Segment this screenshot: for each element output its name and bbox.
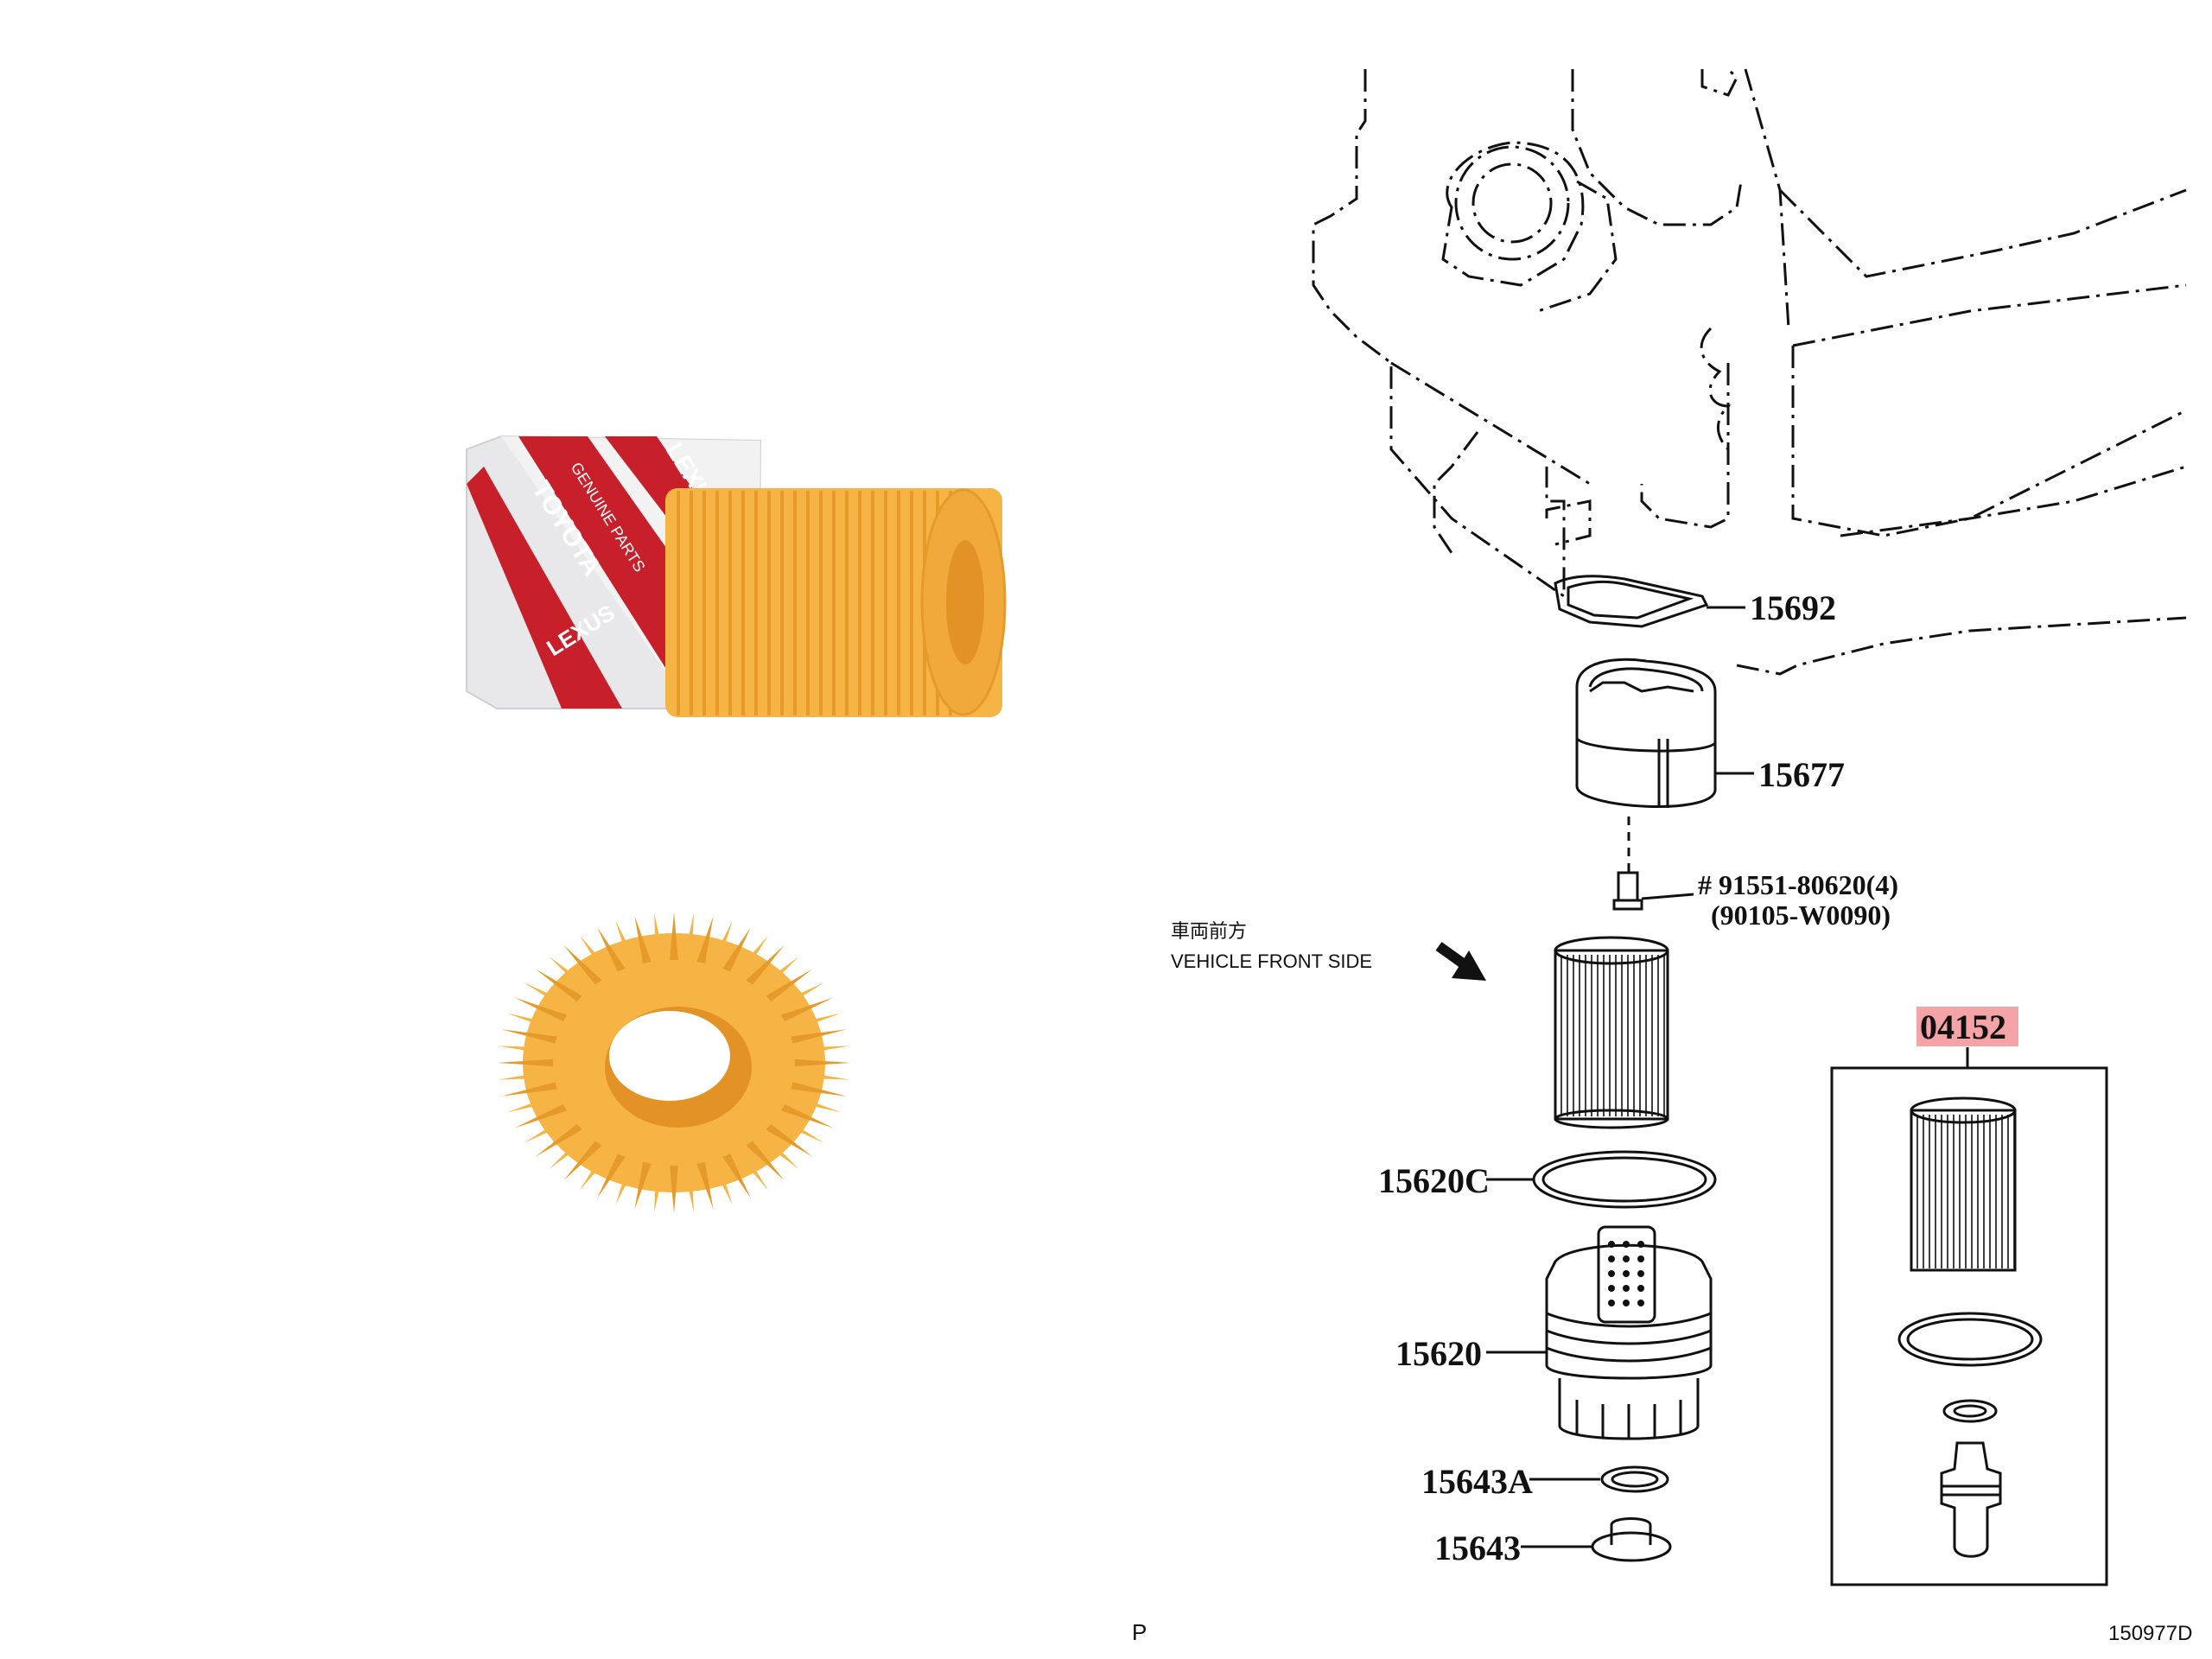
part-filter-element — [1554, 936, 1669, 1129]
part-15643a-washer: 15643A — [1421, 1462, 1669, 1501]
label-direction-jp: 車両前方 — [1171, 920, 1247, 942]
part-15620c-oring: 15620C — [1378, 1150, 1717, 1209]
label-bolt-alt-number: (90105-W0090) — [1711, 899, 1891, 931]
kit-label-highlight — [1916, 1007, 2018, 1046]
filter-end-view — [497, 912, 851, 1214]
label-15643: 15643 — [1434, 1529, 1521, 1567]
label-bolt-number: # 91551-80620(4) — [1698, 869, 1898, 900]
label-15620: 15620 — [1395, 1334, 1482, 1373]
product-photos: LEXUS GENUINE PARTS TOYOTA LEXUS — [466, 435, 1007, 1214]
filter-side-view — [665, 488, 1007, 717]
label-15677: 15677 — [1758, 755, 1845, 794]
part-15620-cap: 15620 — [1395, 1225, 1713, 1440]
vehicle-front-note: 車両前方 VEHICLE FRONT SIDE — [1171, 920, 1486, 981]
parts-diagram: 15692 15677 # 91551-80620(4) (90105-W009… — [1132, 67, 2192, 1645]
part-15677-housing: 15677 # 91551-80620(4) (90105-W0090) — [1575, 658, 1898, 931]
kit-04152: 04152 — [1830, 1007, 2108, 1586]
label-15692: 15692 — [1750, 588, 1836, 627]
direction-arrow-icon — [1435, 942, 1486, 981]
label-15620c: 15620C — [1378, 1161, 1490, 1200]
part-15643-plug: 15643 — [1434, 1517, 1672, 1567]
footer-left-code: P — [1132, 1619, 1147, 1645]
label-direction-en: VEHICLE FRONT SIDE — [1171, 950, 1372, 972]
engine-block-outline — [1312, 67, 2187, 676]
label-04152: 04152 — [1920, 1007, 2006, 1046]
part-15692-gasket: 15692 — [1554, 575, 1836, 628]
label-15643a: 15643A — [1421, 1462, 1533, 1501]
footer-right-code: 150977D — [2108, 1622, 2192, 1645]
